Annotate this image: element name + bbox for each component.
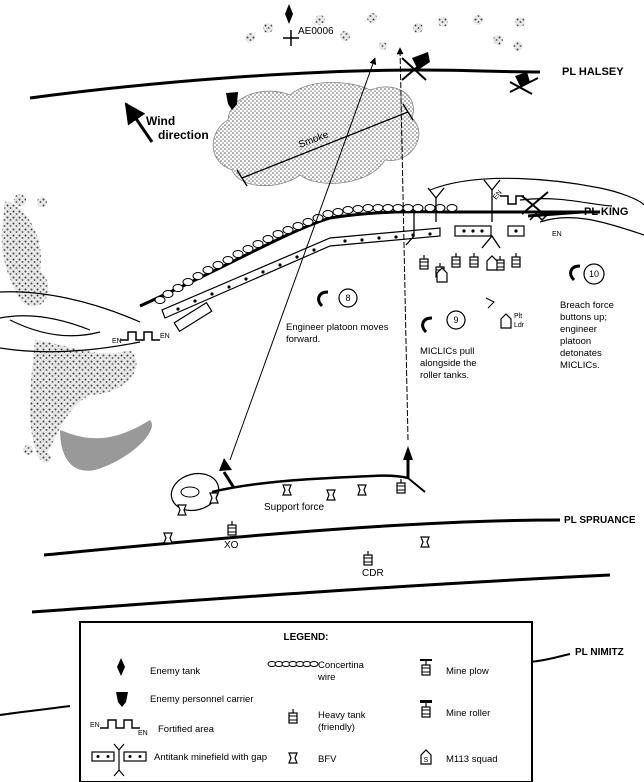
legend-enemy-pc-icon bbox=[116, 692, 128, 707]
legend-mine-roller-icon bbox=[420, 700, 432, 718]
target-reference-point-icon bbox=[283, 30, 299, 46]
axis-right-advance bbox=[396, 47, 409, 441]
step-10-line5: detonates bbox=[560, 348, 602, 359]
wind-direction-arrow bbox=[124, 102, 154, 143]
legend-m113-squad-icon: S bbox=[420, 749, 432, 765]
legend: LEGEND: Enemy tank Enemy personnel carri… bbox=[79, 621, 533, 782]
legend-fortified-icon: EN EN bbox=[90, 719, 148, 737]
step-10-line2: buttons up; bbox=[560, 312, 607, 323]
plt-ldr-label-line1: Plt bbox=[514, 313, 522, 320]
support-force-line bbox=[211, 474, 409, 494]
en-label: EN bbox=[552, 231, 562, 238]
destroyed-markers bbox=[401, 57, 549, 217]
en-label: EN bbox=[492, 189, 504, 201]
legend-enemy-tank-label: Enemy tank bbox=[150, 666, 200, 677]
step-10-line1: Breach force bbox=[560, 300, 614, 311]
obstacle-belt-line bbox=[139, 210, 600, 308]
legend-mine-plow-label: Mine plow bbox=[446, 666, 489, 677]
smoke-cloud bbox=[212, 81, 420, 187]
phase-line-spruance bbox=[43, 518, 561, 557]
en-label: EN bbox=[112, 338, 122, 345]
phase-line-king-label: PL KING bbox=[584, 206, 628, 218]
step-9-line1: MICLICs pull bbox=[420, 346, 474, 357]
legend-enemy-pc-label: Enemy personnel carrier bbox=[150, 694, 254, 705]
legend-minefield-label: Antitank minefield with gap bbox=[154, 752, 267, 763]
minefield-belt bbox=[161, 225, 525, 333]
phase-line-nimitz-label: PL NIMITZ bbox=[575, 647, 624, 658]
lane-markers bbox=[405, 179, 501, 249]
cdr-label: CDR bbox=[362, 568, 384, 579]
step-9-line3: roller tanks. bbox=[420, 370, 469, 381]
legend-title: LEGEND: bbox=[284, 632, 329, 643]
step-10-number: 10 bbox=[589, 269, 599, 279]
wind-label-line1: Wind bbox=[146, 114, 175, 128]
fortified-area-right: EN EN bbox=[492, 189, 562, 238]
step-8-number: 8 bbox=[345, 293, 350, 303]
legend-minefield-icon bbox=[91, 743, 147, 777]
concertina-wire bbox=[154, 204, 458, 304]
step-8-callout: 8 Engineer platoon moves forward. bbox=[286, 288, 389, 345]
legend-enemy-tank-icon bbox=[117, 658, 125, 676]
step-10-line4: platoon bbox=[560, 336, 591, 347]
step-9-callout: 9 MICLICs pull alongside the roller tank… bbox=[420, 310, 477, 381]
legend-heavy-tank-label-2: (friendly) bbox=[318, 722, 355, 733]
enemy-vehicle-icon bbox=[412, 52, 530, 86]
phase-line-nimitz bbox=[0, 653, 571, 716]
step-8-line2: forward. bbox=[286, 334, 320, 345]
legend-bfv-label: BFV bbox=[318, 754, 337, 765]
legend-fortified-label: Fortified area bbox=[158, 724, 215, 735]
squad-symbol-label: S bbox=[424, 757, 429, 764]
support-by-fire-position bbox=[170, 472, 220, 512]
step-10-line3: engineer bbox=[560, 324, 597, 335]
plt-ldr-label-line2: Ldr bbox=[514, 322, 525, 329]
legend-concertina-label-2: wire bbox=[317, 672, 335, 683]
vegetation-left bbox=[1, 194, 152, 471]
en-label: EN bbox=[90, 722, 100, 729]
xo-label: XO bbox=[224, 540, 239, 551]
vegetation-top bbox=[245, 13, 525, 51]
support-force-label: Support force bbox=[264, 502, 324, 513]
legend-mine-roller-label: Mine roller bbox=[446, 708, 490, 719]
target-label: AE0006 bbox=[298, 26, 334, 37]
legend-m113-squad-label: M113 squad bbox=[446, 754, 498, 765]
en-label: EN bbox=[138, 730, 148, 737]
step-9-line2: alongside the bbox=[420, 358, 477, 369]
phase-line-lower bbox=[31, 573, 611, 614]
step-10-callout: 10 Breach force buttons up; engineer pla… bbox=[560, 263, 614, 371]
legend-concertina-label-1: Concertina bbox=[318, 660, 365, 671]
step-9-number: 9 bbox=[453, 315, 458, 325]
legend-concertina-icon bbox=[267, 661, 319, 667]
wind-label-line2: direction bbox=[158, 128, 209, 142]
step-10-line6: MICLICs. bbox=[560, 360, 600, 371]
phase-line-spruance-label: PL SPRUANCE bbox=[564, 515, 636, 526]
legend-heavy-tank-label-1: Heavy tank bbox=[318, 710, 366, 721]
phase-line-halsey bbox=[29, 68, 541, 100]
step-8-line1: Engineer platoon moves bbox=[286, 322, 389, 333]
en-label: EN bbox=[160, 333, 170, 340]
phase-line-halsey-label: PL HALSEY bbox=[562, 66, 624, 78]
phase-line-king-terrain bbox=[429, 177, 644, 206]
legend-mine-plow-icon bbox=[420, 659, 432, 676]
axis-left-advance bbox=[229, 57, 377, 461]
enemy-personnel-carrier-icon bbox=[226, 92, 238, 110]
enemy-tank-icon bbox=[285, 4, 293, 24]
fortified-area-left: EN EN bbox=[112, 331, 170, 345]
